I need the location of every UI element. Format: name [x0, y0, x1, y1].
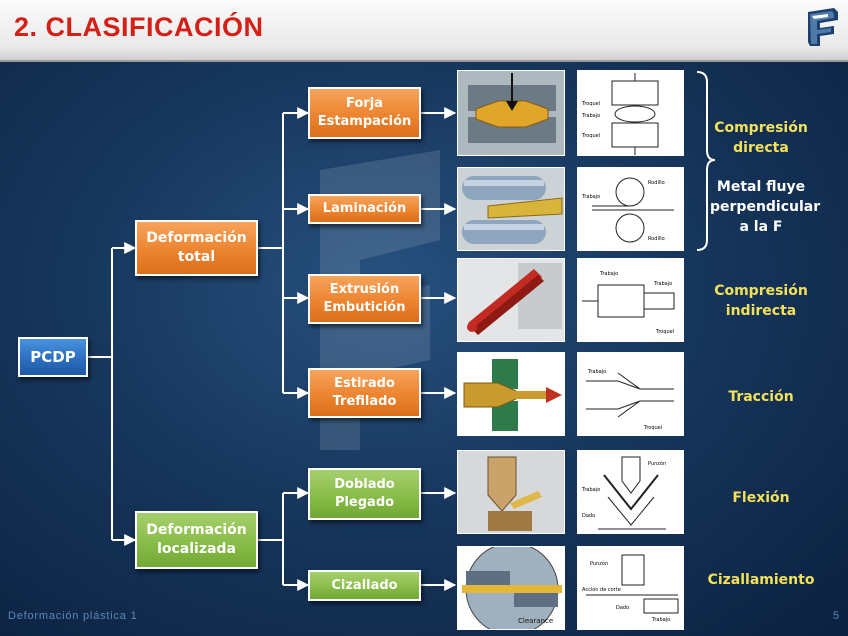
diagram-doblado: Punzón Trabajo Dado	[577, 450, 684, 534]
desc-line: Compresión	[714, 283, 808, 299]
desc-compresion-directa: Compresión directa	[710, 118, 812, 158]
diagram-label: Troquel	[581, 133, 600, 139]
process-line: Doblado	[334, 477, 395, 493]
diagram-forja: Troquel Trabajo Troquel	[577, 70, 684, 156]
process-line: Estampación	[317, 114, 412, 129]
desc-line: Cizallamiento	[707, 572, 815, 588]
desc-line: Flexión	[732, 490, 790, 506]
desc-line: directa	[733, 140, 789, 156]
process-line: Trefilado	[332, 394, 397, 409]
process-line: Laminación	[322, 201, 407, 217]
desc-line: perpendicular	[710, 199, 821, 215]
diagram-label: Dado	[616, 605, 629, 611]
process-line: Embutición	[323, 300, 406, 315]
group-label: Deformación total	[146, 230, 247, 265]
desc-line: Tracción	[728, 389, 794, 405]
group-deformacion-localizada: Deformación localizada	[135, 511, 258, 569]
header-bar: 2. CLASIFICACIÓN	[0, 0, 848, 62]
diagram-label: Trabajo	[653, 281, 672, 287]
process-line: Extrusión	[329, 282, 400, 298]
photo-estirado	[457, 352, 565, 436]
diagram-label: Trabajo	[651, 617, 670, 623]
process-line: Forja	[346, 96, 383, 112]
process-line: Estirado	[334, 376, 395, 392]
desc-line: indirecta	[725, 303, 797, 319]
diagram-laminacion: Trabajo Rodillo Rodillo	[577, 167, 684, 251]
diagram-label: Acción de corte	[582, 586, 621, 593]
diagram-extrusion: Trabajo Trabajo Troquel	[577, 258, 684, 342]
diagram-label: Trabajo	[587, 369, 606, 375]
diagram-label: Trabajo	[599, 271, 618, 277]
desc-cizallamiento: Cizallamiento	[704, 570, 818, 590]
group-label: Deformación localizada	[146, 522, 247, 557]
desc-flexion: Flexión	[710, 488, 812, 508]
photo-label-clearance: Clearance	[518, 617, 553, 625]
desc-metal-fluye: Metal fluye perpendicular a la F	[710, 177, 821, 237]
photo-cizallado: Clearance	[457, 546, 565, 630]
diagram-label: Punzón	[590, 560, 608, 567]
group-deformacion-total: Deformación total	[135, 220, 258, 276]
diagram-label: Punzón	[648, 460, 666, 467]
logo-icon	[808, 8, 838, 46]
process-line: Cizallado	[331, 577, 398, 593]
desc-compresion-indirecta: Compresión indirecta	[710, 281, 812, 321]
diagram-label: Troquel	[655, 329, 674, 335]
diagram-label: Trabajo	[581, 487, 600, 493]
diagram-label: Trabajo	[581, 194, 600, 200]
process-line: Plegado	[334, 495, 395, 510]
footer-course-label: Deformación plástica 1	[8, 610, 138, 622]
desc-line: a la F	[739, 219, 783, 235]
desc-line: Metal fluye	[716, 179, 806, 195]
photo-forja	[457, 70, 565, 156]
desc-line: Compresión	[714, 120, 808, 136]
diagram-label: Rodillo	[648, 180, 665, 186]
root-node-pcdp: PCDP	[18, 337, 88, 377]
photo-laminacion	[457, 167, 565, 251]
diagram-label: Troquel	[581, 101, 600, 107]
footer-page-number: 5	[833, 610, 840, 622]
diagram-cizallado: Punzón Acción de corte Dado Trabajo	[577, 546, 684, 630]
diagram-label: Trabajo	[581, 113, 600, 119]
photo-doblado	[457, 450, 565, 534]
process-cizallado: Cizallado	[308, 570, 421, 601]
slide-title: 2. CLASIFICACIÓN	[14, 12, 264, 42]
diagram-label: Rodillo	[648, 236, 665, 242]
photo-extrusion	[457, 258, 565, 342]
process-laminacion: Laminación	[308, 194, 421, 224]
diagram-label: Dado	[582, 513, 595, 519]
brace-icon	[696, 71, 716, 251]
root-label: PCDP	[30, 347, 76, 366]
diagram-label: Troquel	[643, 425, 662, 431]
desc-traccion: Tracción	[710, 387, 812, 407]
diagram-estirado: Trabajo Troquel	[577, 352, 684, 436]
